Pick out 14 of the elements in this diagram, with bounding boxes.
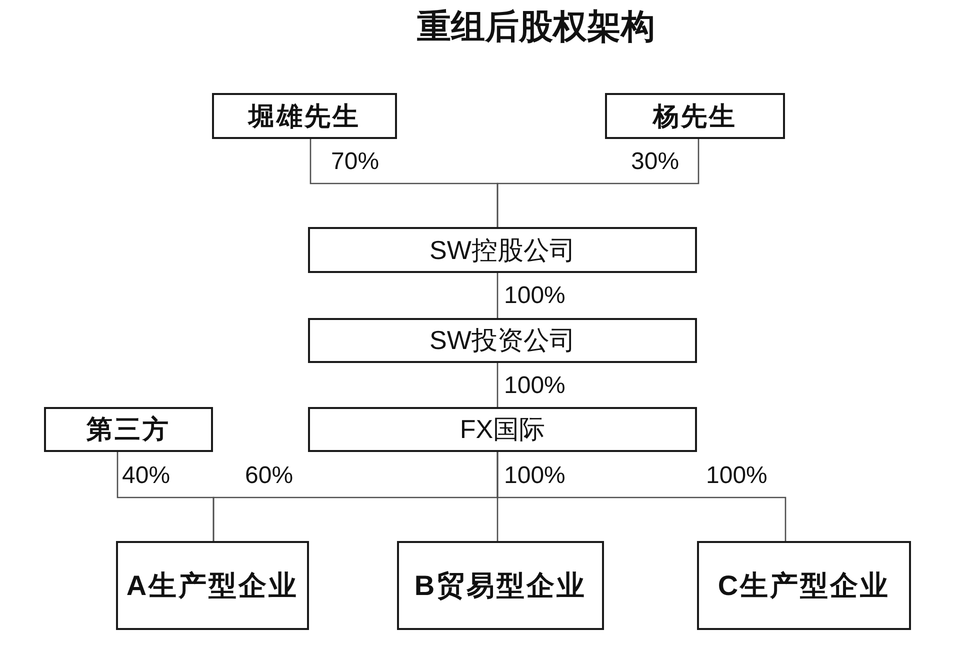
company-box: SW控股公司	[308, 227, 697, 273]
connector-line	[496, 452, 786, 541]
company-box: A生产型企业	[116, 541, 309, 630]
connector-line	[496, 273, 498, 318]
owner-box: 杨先生	[605, 93, 785, 139]
company-box: B贸易型企业	[397, 541, 604, 630]
company-box: C生产型企业	[697, 541, 911, 630]
owner-box: 堀雄先生	[212, 93, 397, 139]
company-box: SW投资公司	[308, 318, 697, 363]
diagram-title: 重组后股权架构	[417, 7, 655, 47]
connector-line	[496, 139, 700, 227]
company-box: FX国际	[308, 407, 697, 452]
owner-box: 第三方	[44, 407, 213, 452]
connector-line	[496, 363, 498, 407]
